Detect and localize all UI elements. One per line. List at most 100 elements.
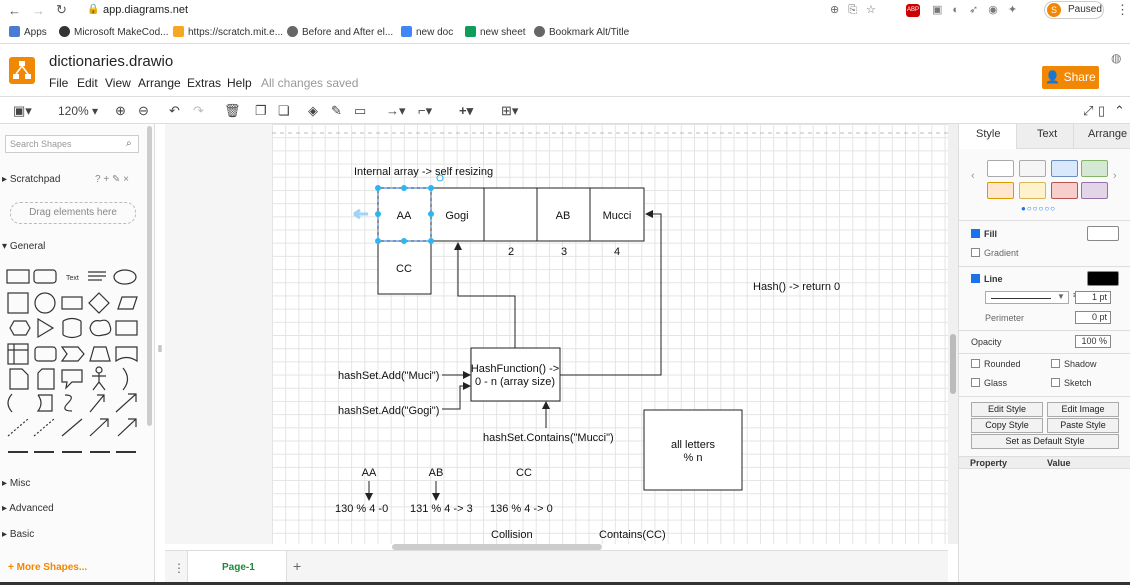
- basic-header[interactable]: ▸ Basic: [2, 529, 35, 540]
- all-letters-box[interactable]: [643, 409, 743, 491]
- edit-style-button[interactable]: Edit Style: [971, 402, 1043, 417]
- diagram[interactable]: Internal array -> self resizing AA Gogi …: [272, 124, 948, 544]
- scratchpad-header[interactable]: ▸ Scratchpad: [2, 174, 61, 185]
- shadow-icon[interactable]: ▭: [354, 103, 367, 118]
- tab-text[interactable]: Text: [1017, 124, 1074, 149]
- rounded-option[interactable]: Rounded: [971, 359, 1021, 369]
- collision-label[interactable]: Collision: [491, 529, 533, 541]
- table-icon[interactable]: ⊞▾: [501, 103, 519, 118]
- document-title[interactable]: dictionaries.drawio: [49, 53, 174, 70]
- shadow-checkbox[interactable]: [1051, 359, 1060, 368]
- style-swatch[interactable]: [1081, 160, 1108, 177]
- line-checkbox[interactable]: [971, 274, 980, 283]
- style-swatch[interactable]: [1081, 182, 1108, 199]
- style-swatch[interactable]: [987, 160, 1014, 177]
- zoom-out-icon[interactable]: ⊖: [138, 103, 149, 118]
- extension-icons[interactable]: ⊕⎘☆: [830, 4, 885, 16]
- style-swatch[interactable]: [1051, 182, 1078, 199]
- tab-style[interactable]: Style: [959, 124, 1017, 149]
- add-muci-label[interactable]: hashSet.Add("Muci"): [338, 370, 439, 382]
- glass-checkbox[interactable]: [971, 378, 980, 387]
- pages-menu-icon[interactable]: ⋮: [173, 561, 185, 575]
- gradient-option[interactable]: Gradient: [971, 248, 1019, 258]
- style-swatch[interactable]: [1019, 160, 1046, 177]
- to-back-icon[interactable]: ❏: [278, 103, 290, 118]
- menu-help[interactable]: Help: [227, 76, 252, 90]
- hash-function-box[interactable]: [470, 347, 561, 402]
- tab-page-1[interactable]: Page-1: [187, 551, 287, 584]
- set-default-style-button[interactable]: Set as Default Style: [971, 434, 1119, 449]
- glass-option[interactable]: Glass: [971, 378, 1007, 388]
- bookmark-makecode[interactable]: Microsoft MakeCod...: [59, 26, 168, 38]
- array-cell-4[interactable]: [589, 187, 645, 242]
- search-shapes-input[interactable]: Search Shapes: [5, 135, 139, 153]
- undo-icon[interactable]: ↶: [169, 103, 180, 118]
- key-ab[interactable]: AB: [429, 467, 444, 479]
- add-gogi-label[interactable]: hashSet.Add("Gogi"): [338, 405, 439, 417]
- general-header[interactable]: ▾ General: [2, 241, 46, 252]
- line-color-button[interactable]: [1087, 271, 1119, 286]
- panel-toggle-icon[interactable]: ▯: [1098, 103, 1106, 118]
- forward-icon[interactable]: →: [32, 3, 45, 18]
- diagram-page[interactable]: Internal array -> self resizing AA Gogi …: [272, 124, 948, 544]
- line-color-icon[interactable]: ✎: [331, 103, 342, 118]
- insert-icon[interactable]: +▾: [459, 103, 474, 118]
- add-page-icon[interactable]: +: [293, 558, 302, 574]
- opacity-input[interactable]: 100 %: [1075, 335, 1111, 348]
- canvas-horizontal-scrollbar[interactable]: [392, 544, 602, 550]
- array-cell-3[interactable]: [536, 187, 591, 242]
- menu-view[interactable]: View: [105, 76, 131, 90]
- copy-style-button[interactable]: Copy Style: [971, 418, 1043, 433]
- paste-style-button[interactable]: Paste Style: [1047, 418, 1119, 433]
- misc-header[interactable]: ▸ Misc: [2, 478, 31, 489]
- sketch-option[interactable]: Sketch: [1051, 378, 1092, 388]
- profile-button[interactable]: S Paused: [1044, 1, 1104, 19]
- canvas-vertical-scrollbar[interactable]: [948, 124, 958, 544]
- swatch-prev-icon[interactable]: ‹: [971, 170, 975, 182]
- diagram-title-label[interactable]: Internal array -> self resizing: [354, 166, 493, 178]
- bookmark-alt-title[interactable]: Bookmark Alt/Title: [534, 26, 629, 38]
- rounded-checkbox[interactable]: [971, 359, 980, 368]
- menu-file[interactable]: File: [49, 76, 69, 90]
- style-swatch[interactable]: [987, 182, 1014, 199]
- advanced-header[interactable]: ▸ Advanced: [2, 503, 54, 514]
- line-width-input[interactable]: 1 pt: [1075, 291, 1111, 304]
- canvas-area[interactable]: Internal array -> self resizing AA Gogi …: [165, 124, 948, 544]
- style-swatch[interactable]: [1051, 160, 1078, 177]
- sketch-checkbox[interactable]: [1051, 378, 1060, 387]
- selection-handles[interactable]: [353, 174, 444, 244]
- menu-extras[interactable]: Extras: [187, 76, 222, 90]
- abp-icon[interactable]: ABP: [906, 4, 920, 17]
- bookmark-apps[interactable]: Apps: [9, 26, 47, 38]
- reload-icon[interactable]: ↻: [56, 2, 67, 17]
- language-globe-icon[interactable]: ◍: [1111, 51, 1122, 65]
- fill-checkbox[interactable]: [971, 229, 980, 238]
- scratchpad-tools[interactable]: ? + ✎ ×: [95, 174, 129, 185]
- to-front-icon[interactable]: ❐: [255, 103, 267, 118]
- format-panel-icon[interactable]: ▣▾: [13, 103, 32, 118]
- bookmark-new-doc[interactable]: new doc: [401, 26, 453, 38]
- fill-color-button[interactable]: [1087, 226, 1119, 241]
- sidebar-scrollbar[interactable]: [147, 126, 152, 426]
- contains-cc-label[interactable]: Contains(CC): [599, 529, 666, 541]
- gradient-checkbox[interactable]: [971, 248, 980, 257]
- edge-add-gogi[interactable]: [442, 385, 466, 410]
- swatch-pager[interactable]: ●○○○○○: [1021, 204, 1056, 213]
- edge-hash-to-gogi[interactable]: [457, 248, 516, 348]
- fill-option[interactable]: Fill: [971, 229, 997, 239]
- mod-aa[interactable]: 130 % 4 -0: [335, 503, 388, 515]
- line-option[interactable]: Line: [971, 274, 1003, 284]
- more-shapes-button[interactable]: + More Shapes...: [8, 562, 88, 573]
- more-icon[interactable]: ⋮: [1116, 2, 1129, 17]
- share-button[interactable]: 👤 Share: [1042, 66, 1099, 89]
- address-bar[interactable]: app.diagrams.net: [103, 4, 188, 16]
- bookmark-before-after[interactable]: Before and After el...: [287, 26, 393, 38]
- back-icon[interactable]: ←: [8, 3, 21, 18]
- scratchpad-drop-zone[interactable]: Drag elements here: [10, 202, 136, 224]
- style-swatch[interactable]: [1019, 182, 1046, 199]
- edge-hash-to-mucci[interactable]: [560, 213, 662, 376]
- extension-icons-2[interactable]: ▣◐➶◉✦: [932, 4, 1028, 16]
- cc-cell[interactable]: [377, 240, 432, 295]
- mod-cc[interactable]: 136 % 4 -> 0: [490, 503, 553, 515]
- redo-icon[interactable]: ↷: [193, 103, 204, 118]
